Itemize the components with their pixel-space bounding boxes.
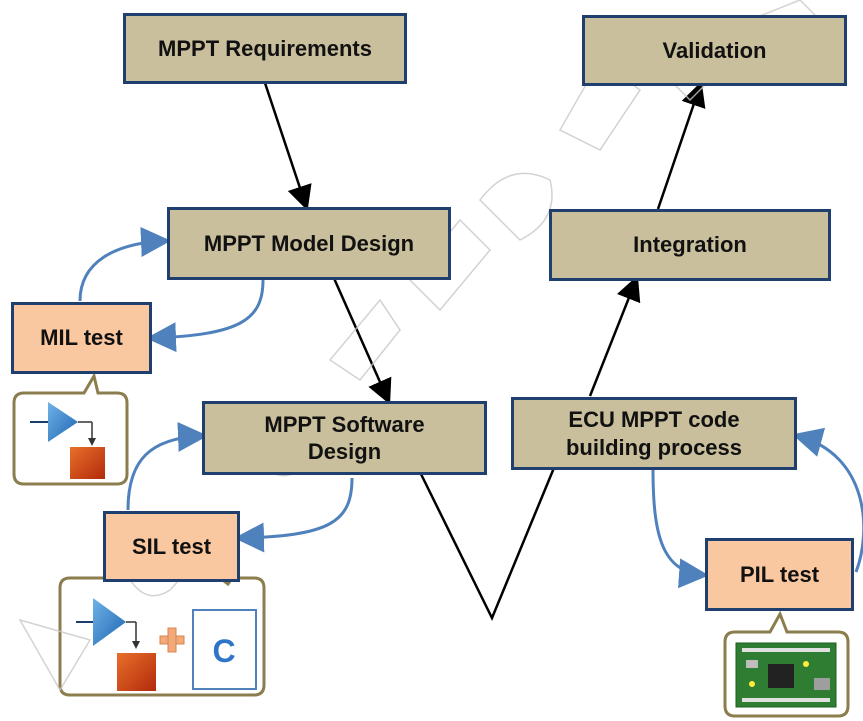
- test-mil: MIL test: [11, 302, 152, 374]
- sil-loop-arrow-up: [126, 421, 208, 511]
- arrow-requirements-to-model: [263, 82, 312, 211]
- stage-label: Validation: [662, 37, 767, 63]
- pil-callout: [723, 610, 850, 718]
- test-label: MIL test: [40, 325, 123, 351]
- stage-integration: Integration: [549, 209, 831, 281]
- test-pil: PIL test: [705, 538, 854, 611]
- stage-validation: Validation: [582, 15, 847, 86]
- stage-label-line2: building process: [565, 434, 743, 460]
- v-bottom-line: [416, 399, 584, 622]
- arrow-integration-to-validation: [656, 81, 706, 210]
- pil-loop-arrow-up: [792, 427, 863, 573]
- stage-label-line2: Design: [307, 439, 382, 464]
- stage-label-line1: ECU MPPT code: [568, 407, 740, 432]
- svg-text:C: C: [212, 633, 235, 669]
- circuit-board-icon: [735, 642, 837, 708]
- stage-mppt-model-design: MPPT Model Design: [167, 207, 451, 280]
- mil-callout: [12, 372, 129, 486]
- mil-loop-arrow-down: [146, 279, 265, 353]
- stage-mppt-software-design: MPPT Software Design: [202, 401, 487, 475]
- c-code-icon: C: [192, 609, 257, 690]
- test-label: PIL test: [739, 561, 820, 587]
- simulink-model-icon: [30, 402, 105, 479]
- pil-loop-arrow-down: [651, 467, 709, 589]
- stage-label: Integration: [633, 232, 747, 258]
- stage-label-line1: MPPT Software: [264, 411, 425, 437]
- stage-ecu-build-process: ECU MPPT code building process: [511, 397, 797, 470]
- sil-loop-arrow-down: [234, 477, 354, 553]
- sil-callout: C: [58, 555, 266, 697]
- test-sil: SIL test: [103, 511, 240, 582]
- plus-icon: [159, 627, 185, 653]
- stage-mppt-requirements: MPPT Requirements: [123, 13, 407, 84]
- simulink-model-icon: [76, 598, 156, 691]
- mil-loop-arrow-up: [78, 226, 171, 302]
- arrow-ecu-to-integration: [588, 275, 641, 397]
- test-label: SIL test: [131, 533, 212, 559]
- arrow-model-to-software: [331, 275, 392, 405]
- stage-label: MPPT Requirements: [158, 35, 372, 61]
- stage-label: MPPT Model Design: [203, 230, 415, 256]
